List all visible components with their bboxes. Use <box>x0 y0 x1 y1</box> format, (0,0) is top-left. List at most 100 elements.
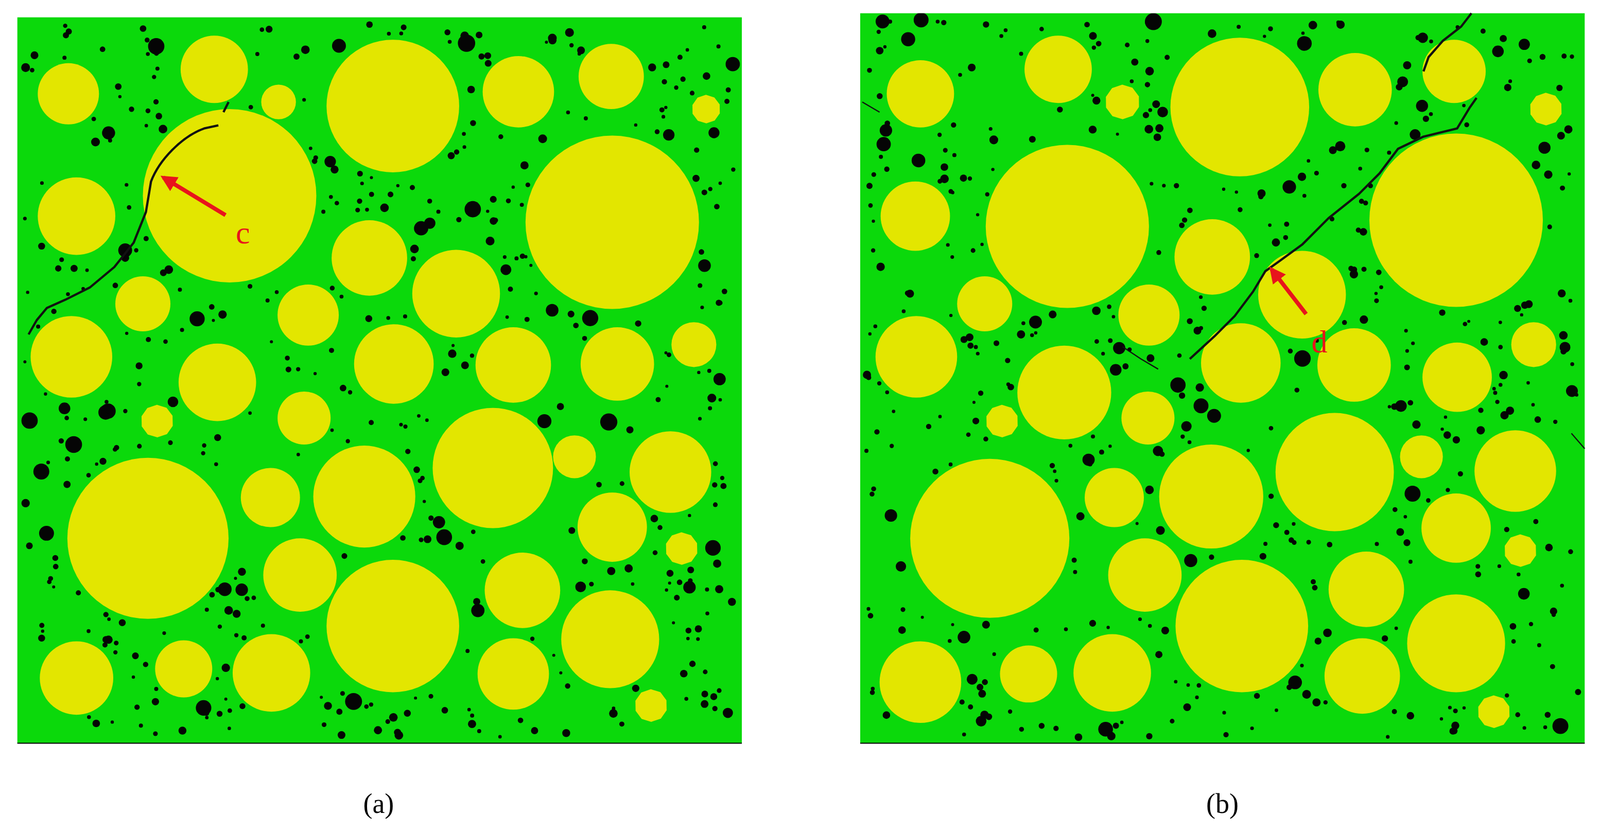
pore <box>369 702 374 707</box>
pore <box>1527 58 1533 64</box>
pore <box>144 124 149 128</box>
pore <box>1539 54 1546 60</box>
aggregate <box>39 641 114 716</box>
pore <box>1250 726 1255 731</box>
pore <box>58 438 64 444</box>
pore <box>898 626 907 635</box>
pore <box>255 51 260 57</box>
pore <box>87 715 92 720</box>
pore <box>1308 21 1318 30</box>
pore <box>1531 403 1536 407</box>
pore <box>1475 564 1481 569</box>
pore <box>940 163 949 171</box>
pore <box>1007 384 1015 391</box>
pore <box>972 401 976 405</box>
pore <box>725 57 741 72</box>
pore <box>1509 623 1517 631</box>
aggregate <box>141 405 173 438</box>
pore <box>65 436 83 454</box>
pore <box>874 429 880 435</box>
pore <box>545 304 559 318</box>
aggregate <box>326 39 460 173</box>
pore <box>428 515 434 521</box>
pore <box>962 733 967 738</box>
pore <box>1207 409 1222 424</box>
pore <box>572 322 579 329</box>
pore <box>1091 45 1097 50</box>
pore <box>177 287 182 292</box>
pore <box>454 149 460 155</box>
pore <box>357 170 363 177</box>
pore <box>712 560 722 569</box>
pore <box>1049 463 1055 469</box>
pore <box>978 390 984 396</box>
pore <box>911 153 926 168</box>
pore <box>26 542 33 550</box>
pore <box>731 167 736 172</box>
callout-letter: d <box>1311 325 1328 358</box>
pore <box>133 248 138 253</box>
pore <box>884 120 891 127</box>
pore <box>913 13 929 28</box>
aggregate <box>1275 413 1395 532</box>
pore <box>1284 530 1290 536</box>
pore <box>1374 291 1378 295</box>
pore <box>1568 549 1574 555</box>
pore <box>101 126 115 140</box>
pore <box>1359 315 1368 324</box>
pore <box>405 448 411 455</box>
pore <box>716 44 721 49</box>
pore <box>1521 301 1529 309</box>
pore <box>38 242 45 250</box>
pore <box>1518 38 1530 50</box>
pore <box>1177 353 1182 359</box>
pore <box>1068 444 1073 449</box>
pore <box>370 176 374 180</box>
pore <box>328 348 335 354</box>
pore <box>673 595 680 601</box>
aggregate <box>1406 594 1505 693</box>
pore <box>144 37 150 43</box>
pore <box>1326 542 1333 548</box>
pore <box>425 418 429 423</box>
pore <box>941 20 947 26</box>
pore <box>1323 700 1328 705</box>
pore <box>999 33 1004 39</box>
pore <box>1361 266 1367 272</box>
pore <box>1122 363 1129 370</box>
pore <box>1223 732 1229 738</box>
aggregate <box>30 316 113 398</box>
pore <box>1034 331 1038 335</box>
pore <box>701 690 709 698</box>
aggregate <box>1400 435 1443 479</box>
pore <box>110 720 114 724</box>
pore <box>1557 289 1566 298</box>
pore <box>530 636 535 641</box>
pore <box>123 409 128 414</box>
pore <box>1531 160 1541 170</box>
pore <box>1379 285 1384 290</box>
pore <box>493 217 499 223</box>
pore <box>1342 320 1348 326</box>
pore <box>340 691 345 697</box>
aggregate <box>240 468 301 528</box>
pore <box>216 711 223 718</box>
pore <box>417 478 423 484</box>
pore <box>95 462 99 466</box>
pore <box>432 516 446 529</box>
pore <box>140 25 147 32</box>
pore <box>368 420 374 426</box>
pore <box>21 412 39 430</box>
pore <box>1403 515 1407 519</box>
pore <box>1457 471 1464 477</box>
pore <box>58 402 71 415</box>
pore <box>976 352 980 356</box>
pore <box>707 369 712 374</box>
pore <box>1450 727 1458 735</box>
pore <box>1570 362 1575 367</box>
pore <box>1106 625 1110 630</box>
pore <box>966 432 971 438</box>
pore <box>1187 319 1192 324</box>
pore <box>632 685 640 693</box>
pore <box>1574 689 1581 696</box>
